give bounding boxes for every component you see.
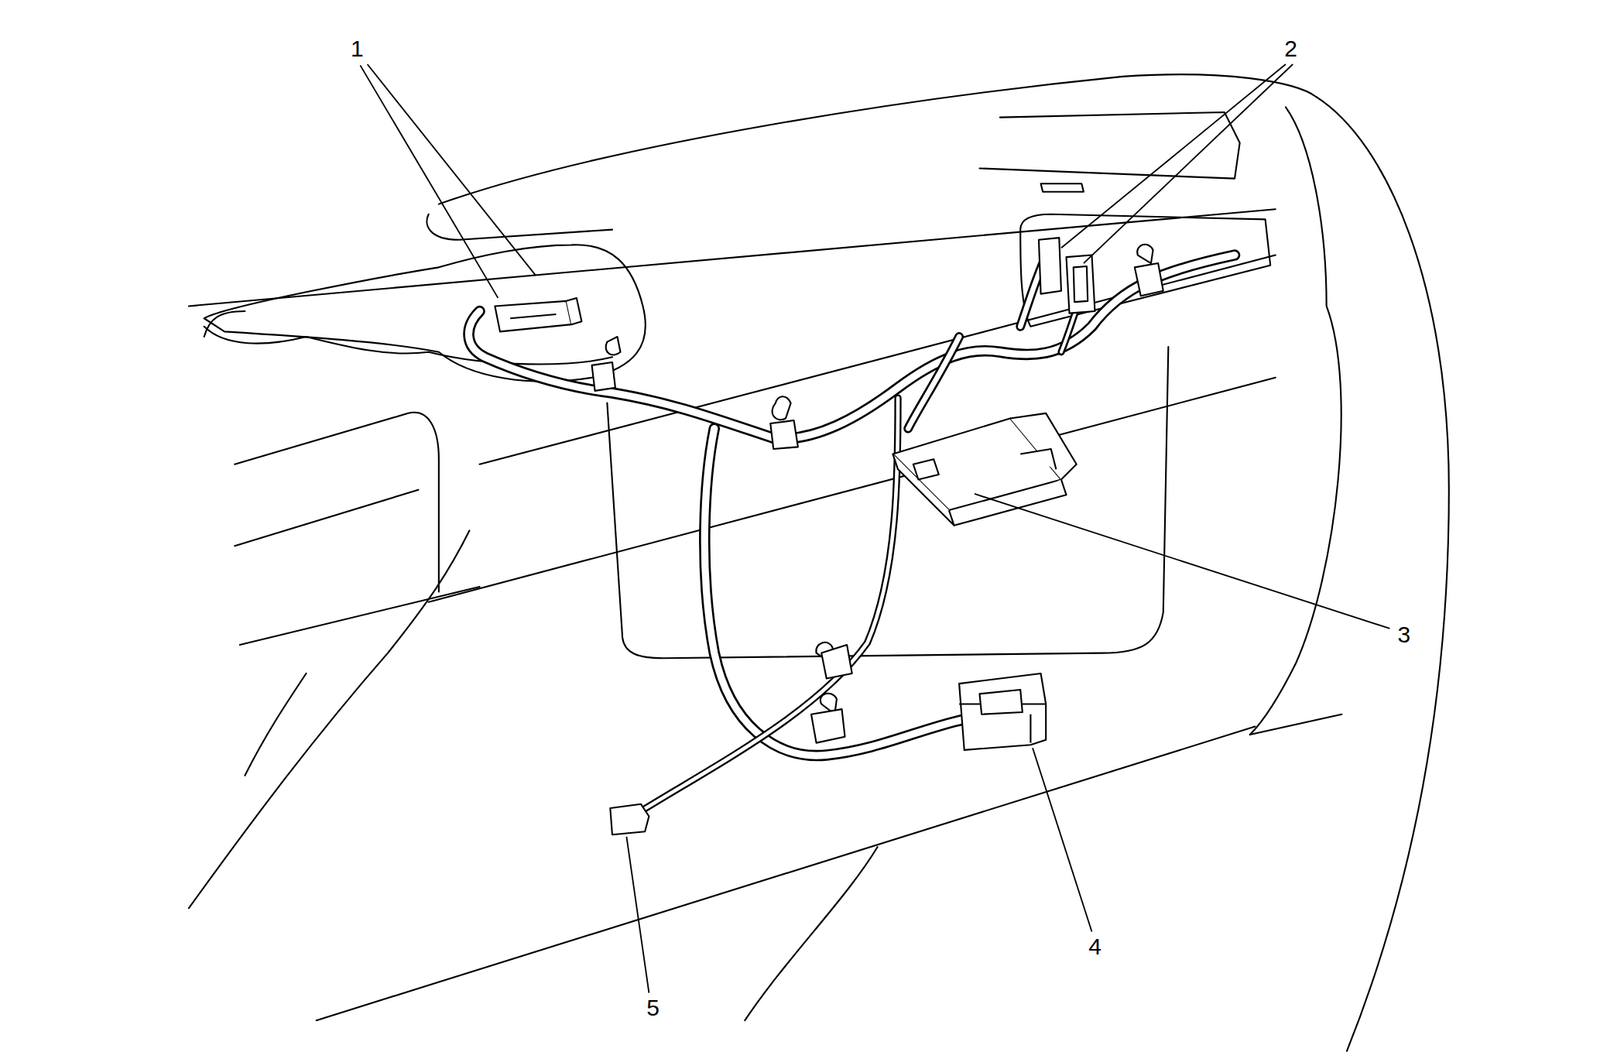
callout-number: 5 [644,995,662,1021]
callout-number: 2 [1281,36,1300,62]
callout-number: 1 [348,36,367,62]
callout-number: 4 [1086,934,1104,960]
callout-number: 3 [1395,622,1414,648]
